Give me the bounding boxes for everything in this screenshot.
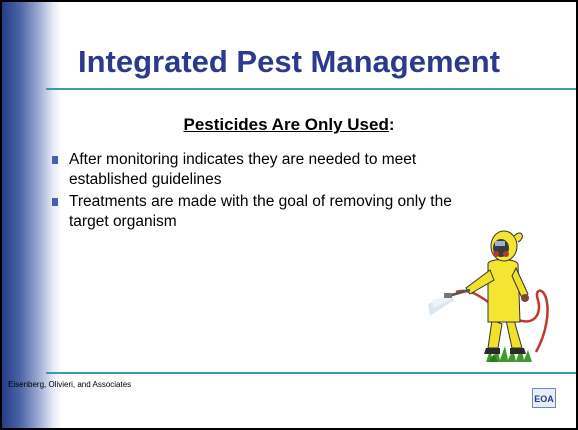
bullet-text: Treatments are made with the goal of rem…: [69, 193, 452, 230]
left-gradient-band: [2, 2, 62, 428]
subtitle-underlined-text: Pesticides Are Only Used: [183, 115, 389, 134]
footer-credit: Eisenberg, Olivieri, and Associates: [8, 380, 132, 389]
pesticide-sprayer-clipart: [428, 230, 549, 362]
svg-text:EOA: EOA: [534, 394, 554, 404]
eoa-logo: EOA: [532, 388, 556, 408]
list-item: After monitoring indicates they are need…: [52, 150, 452, 190]
subtitle-suffix: :: [388, 115, 395, 134]
bullet-square-icon: [52, 156, 58, 164]
slide-subtitle: Pesticides Are Only Used:: [2, 114, 576, 136]
footer-divider: [46, 372, 576, 374]
list-item: Treatments are made with the goal of rem…: [52, 192, 452, 232]
title-divider: [46, 88, 576, 90]
bullet-text: After monitoring indicates they are need…: [69, 151, 417, 188]
bullet-square-icon: [52, 198, 58, 206]
bullet-list: After monitoring indicates they are need…: [52, 150, 452, 234]
slide-title: Integrated Pest Management: [77, 44, 501, 79]
